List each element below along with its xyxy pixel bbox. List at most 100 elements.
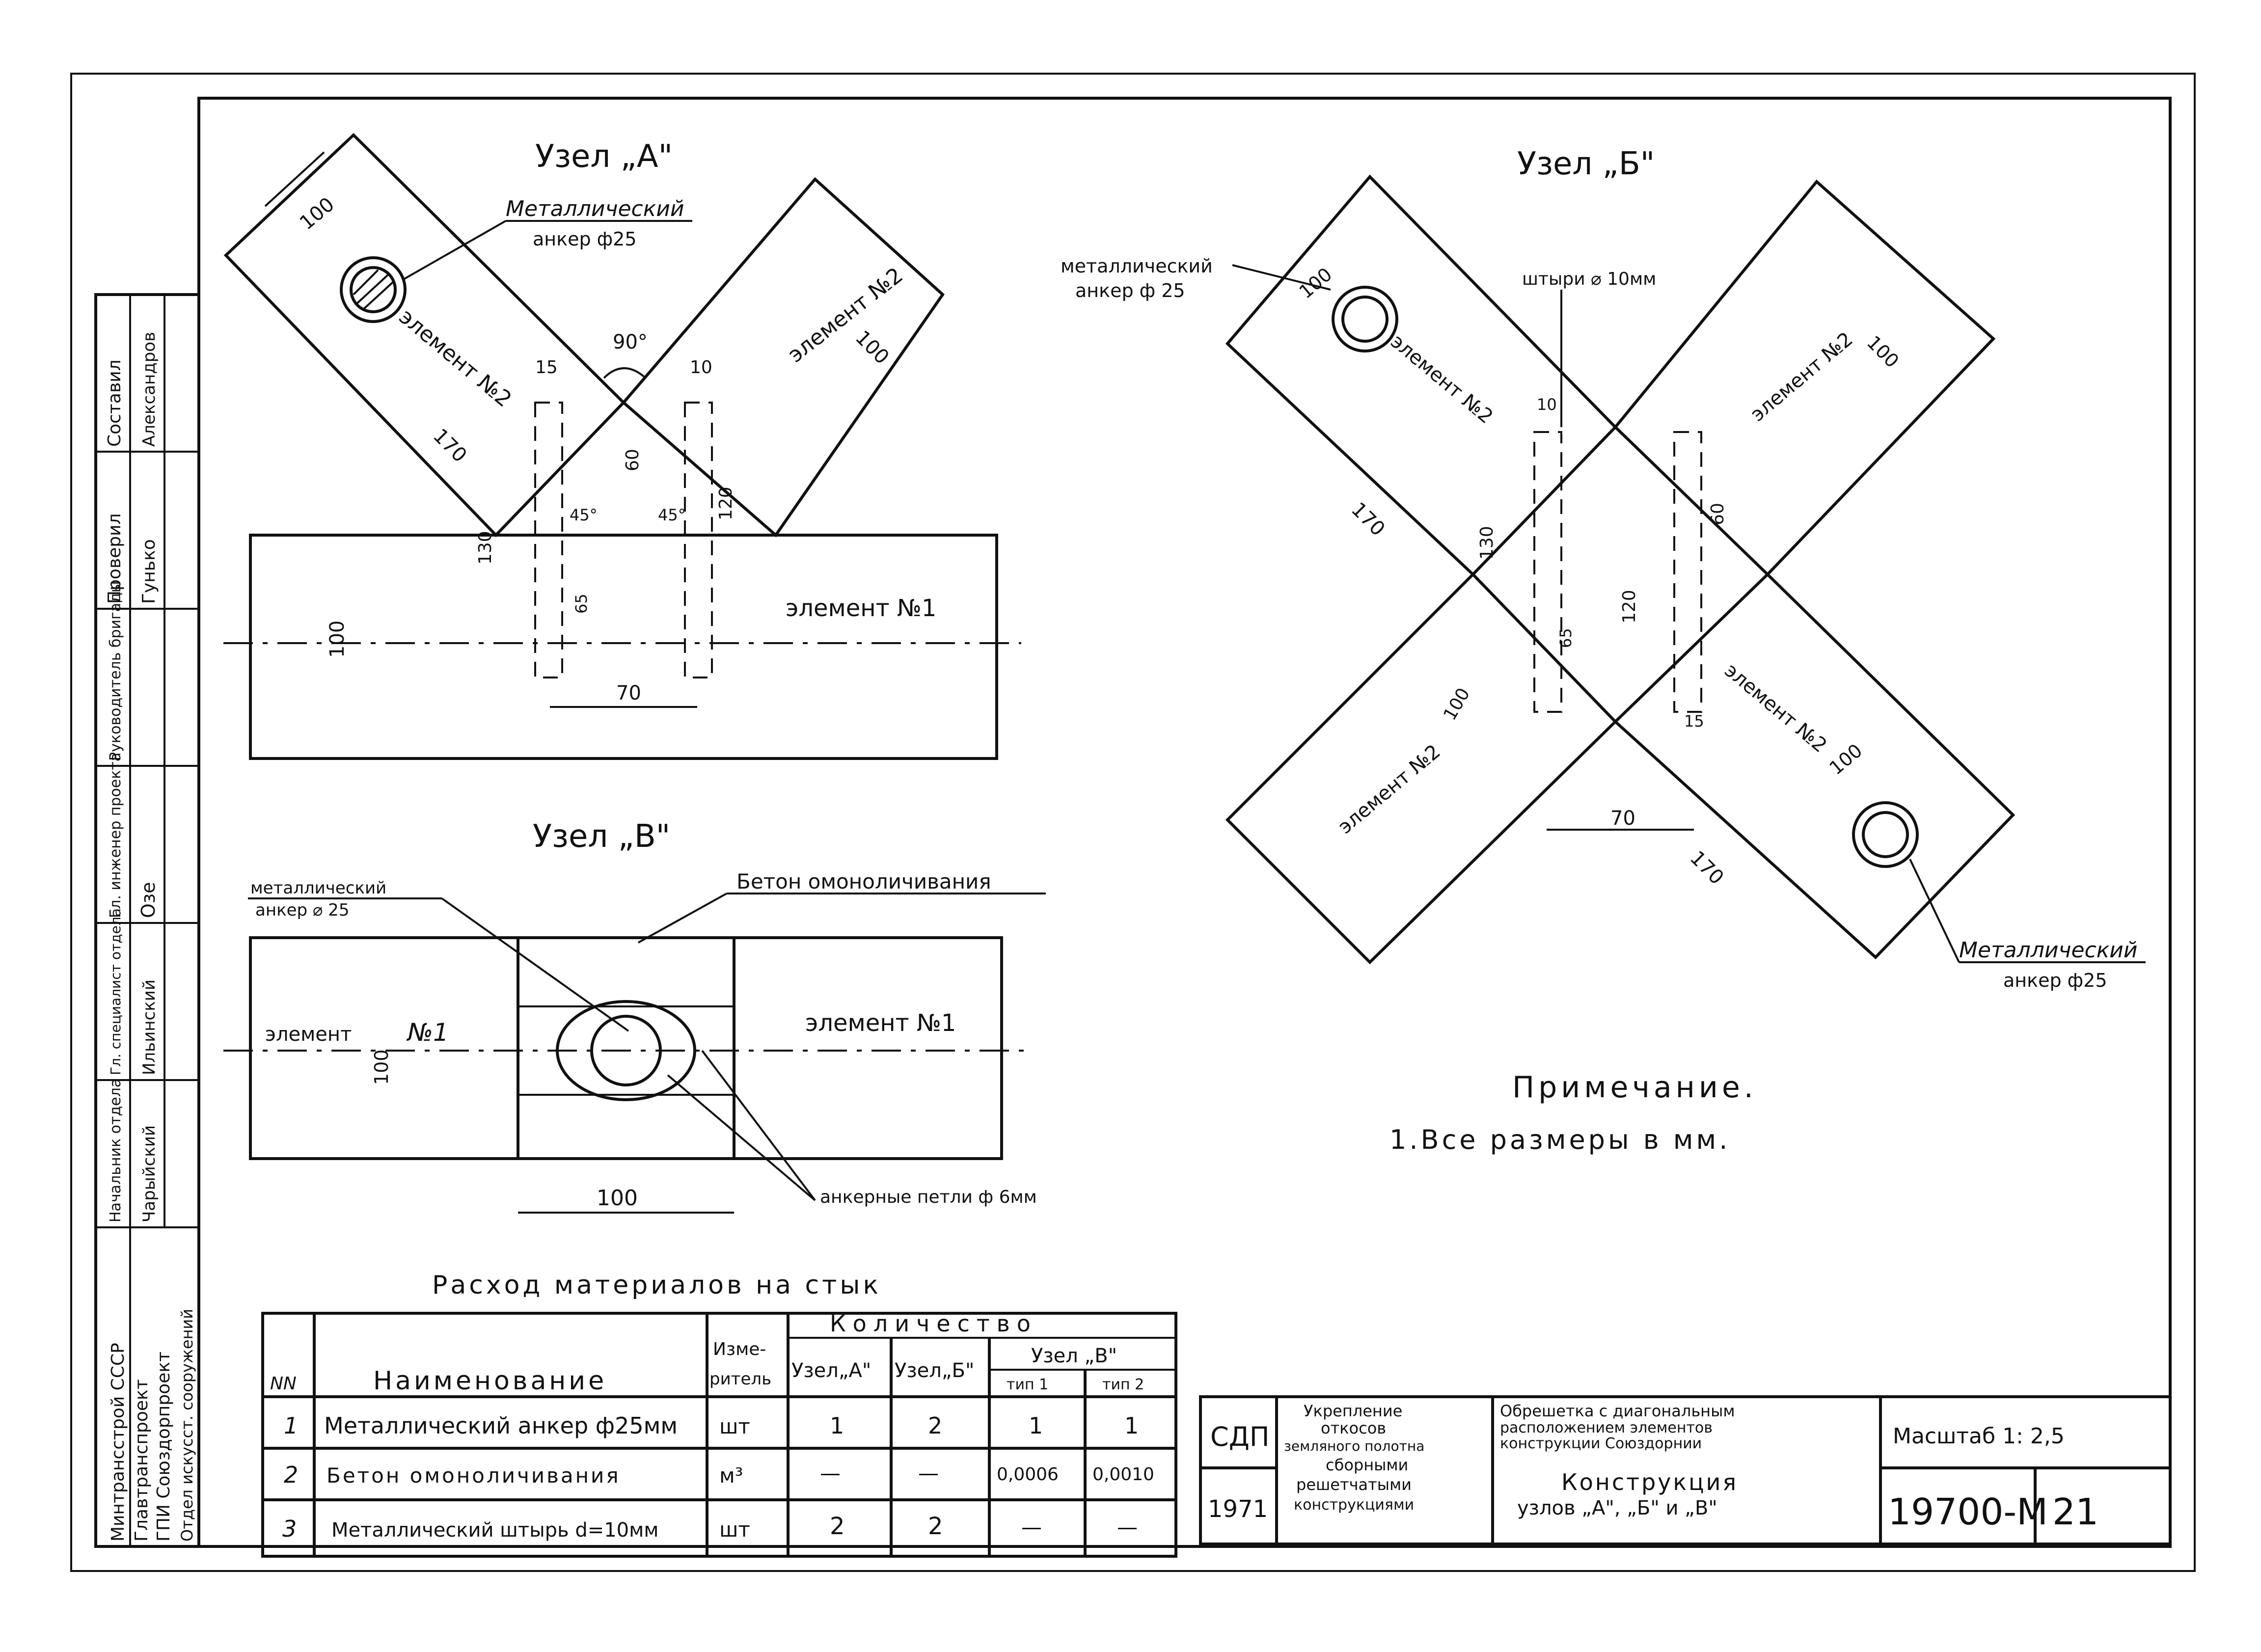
svg-text:Обрешетка с диагональным: Обрешетка с диагональным [1500,1402,1735,1420]
svg-text:шт: шт [719,1517,750,1542]
svg-text:расположением элементов: расположением элементов [1500,1419,1713,1436]
svg-text:Главтранспроект: Главтранспроект [132,1379,152,1542]
svg-text:2: 2 [928,1513,943,1540]
svg-text:1: 1 [1029,1412,1043,1439]
stamp-org-code: СДП [1210,1421,1270,1452]
svg-text:элемент №2: элемент №2 [1746,328,1857,426]
svg-text:15: 15 [535,357,558,378]
svg-text:—: — [918,1461,939,1485]
svg-text:45°: 45° [658,506,686,524]
svg-text:65: 65 [1556,628,1575,648]
svg-text:Узел „В": Узел „В" [1031,1345,1117,1367]
svg-text:15: 15 [1684,712,1704,731]
svg-text:—: — [820,1461,841,1485]
node-v-concrete-zone [517,936,736,1160]
svg-text:м³: м³ [719,1463,743,1488]
svg-text:узлов „А", „Б" и „В": узлов „А", „Б" и „В" [1517,1497,1717,1519]
svg-text:анкер ф 25: анкер ф 25 [1075,280,1185,301]
svg-text:100: 100 [296,193,339,234]
svg-text:решетчатыми: решетчатыми [1296,1475,1412,1494]
node-b-bar-ll [1225,572,1618,965]
node-v-title: Узел „В" [533,818,670,855]
node-a-anchor-label: Металлический [506,196,684,221]
svg-text:тип 2: тип 2 [1102,1376,1144,1393]
svg-text:3: 3 [282,1516,297,1542]
materials-row-3: 3 Металлический штырь d=10мм шт 2 2 — — [282,1513,1138,1542]
svg-text:70: 70 [1610,807,1635,830]
svg-text:Узел„Б": Узел„Б" [895,1359,974,1382]
svg-text:130: 130 [475,531,495,565]
svg-text:170: 170 [1347,498,1389,541]
inner-frame [197,97,2172,1548]
svg-text:100: 100 [1295,264,1336,303]
svg-text:откосов: откосов [1321,1419,1386,1437]
node-a-right-bar [621,177,945,538]
stamp-year: 1971 [1208,1495,1268,1523]
svg-text:Гунько: Гунько [139,539,159,604]
svg-text:100: 100 [1440,684,1474,724]
svg-text:—: — [1021,1515,1042,1539]
svg-text:анкер ф25: анкер ф25 [533,228,637,250]
svg-text:шт: шт [719,1414,750,1438]
svg-text:Отдел искусст. сооружений: Отдел искусст. сооружений [178,1309,196,1542]
svg-text:45°: 45° [570,506,598,524]
svg-text:Укрепление: Укрепление [1304,1402,1402,1420]
node-b-anchor2-icon [1852,801,1919,868]
node-v-loops-label: анкерные петли ф 6мм [820,1187,1037,1207]
svg-text:Ильинский: Ильинский [139,979,159,1075]
stamp-sheet-number: 21 [2052,1491,2098,1533]
svg-text:70: 70 [616,682,641,704]
svg-text:Александров: Александров [139,332,159,447]
svg-text:конструкциями: конструкциями [1294,1496,1414,1514]
svg-text:Проверил: Проверил [105,513,125,604]
svg-text:60: 60 [1708,503,1728,525]
svg-text:анкер ф25: анкер ф25 [2003,970,2107,991]
svg-text:Изме-: Изме- [713,1339,766,1359]
node-b-bar-ur [1613,179,1996,577]
svg-text:элемент №2: элемент №2 [1387,330,1498,428]
svg-text:Металлический штырь d=10мм: Металлический штырь d=10мм [331,1519,658,1542]
note-line-1: 1.Все размеры в мм. [1389,1124,1730,1155]
node-a-pin-right [684,402,713,678]
node-a: Узел „А" Металлический анкер ф25 элемент… [223,133,1021,760]
node-b-anchor-icon [1332,286,1398,352]
svg-text:100: 100 [1825,740,1867,779]
outer-frame [70,73,2196,1572]
svg-text:№1: №1 [406,1018,449,1047]
svg-text:120: 120 [1619,590,1639,623]
svg-text:60: 60 [623,449,643,471]
node-b-anchor-label: металлический [1061,255,1213,277]
svg-text:170: 170 [429,425,471,467]
svg-text:Металлический анкер ф25мм: Металлический анкер ф25мм [324,1412,678,1439]
svg-text:элемент №2: элемент №2 [1720,659,1831,757]
svg-text:сборными: сборными [1326,1456,1408,1474]
node-v-element-right: элемент №1 [805,1009,956,1037]
node-b: Узел „Б" металлический анкер ф 25 штыри … [1061,146,2146,991]
svg-text:элемент: элемент [265,1023,352,1046]
svg-text:100: 100 [1863,331,1903,372]
svg-text:Руководитель бригады: Руководитель бригады [107,581,124,761]
svg-text:Гл. инженер проекта: Гл. инженер проекта [107,753,124,918]
note-title: Примечание. [1512,1070,1757,1105]
svg-text:1: 1 [1124,1412,1139,1439]
svg-text:65: 65 [572,594,591,614]
svg-text:0,0006: 0,0006 [997,1464,1059,1485]
title-block: СДП 1971 Укрепление откосов земляного по… [1199,1395,2172,1545]
materials-row-1: 1 Металлический анкер ф25мм шт 1 2 1 1 [284,1412,1139,1439]
svg-text:2: 2 [830,1513,845,1540]
note: Примечание. 1.Все размеры в мм. [1389,1070,1757,1155]
node-v-concrete-label: Бетон омоноличивания [736,869,991,894]
svg-text:Минтрансстрой СССР: Минтрансстрой СССР [108,1343,128,1542]
svg-text:2: 2 [284,1462,298,1488]
svg-text:Озе: Озе [137,882,159,919]
svg-text:Наименование: Наименование [373,1366,607,1396]
svg-text:100: 100 [851,326,894,369]
node-b-pin-left [1533,431,1562,713]
svg-text:130: 130 [1477,526,1497,560]
svg-text:100: 100 [597,1186,638,1211]
svg-text:ГПИ Союздорпроект: ГПИ Союздорпроект [154,1352,174,1542]
svg-text:Чарыйский: Чарыйский [139,1125,159,1222]
svg-text:Гл. специалист отдела: Гл. специалист отдела [108,908,124,1075]
node-v: Узел „В" металлический анкер ⌀ 25 Бетон … [223,818,1046,1214]
